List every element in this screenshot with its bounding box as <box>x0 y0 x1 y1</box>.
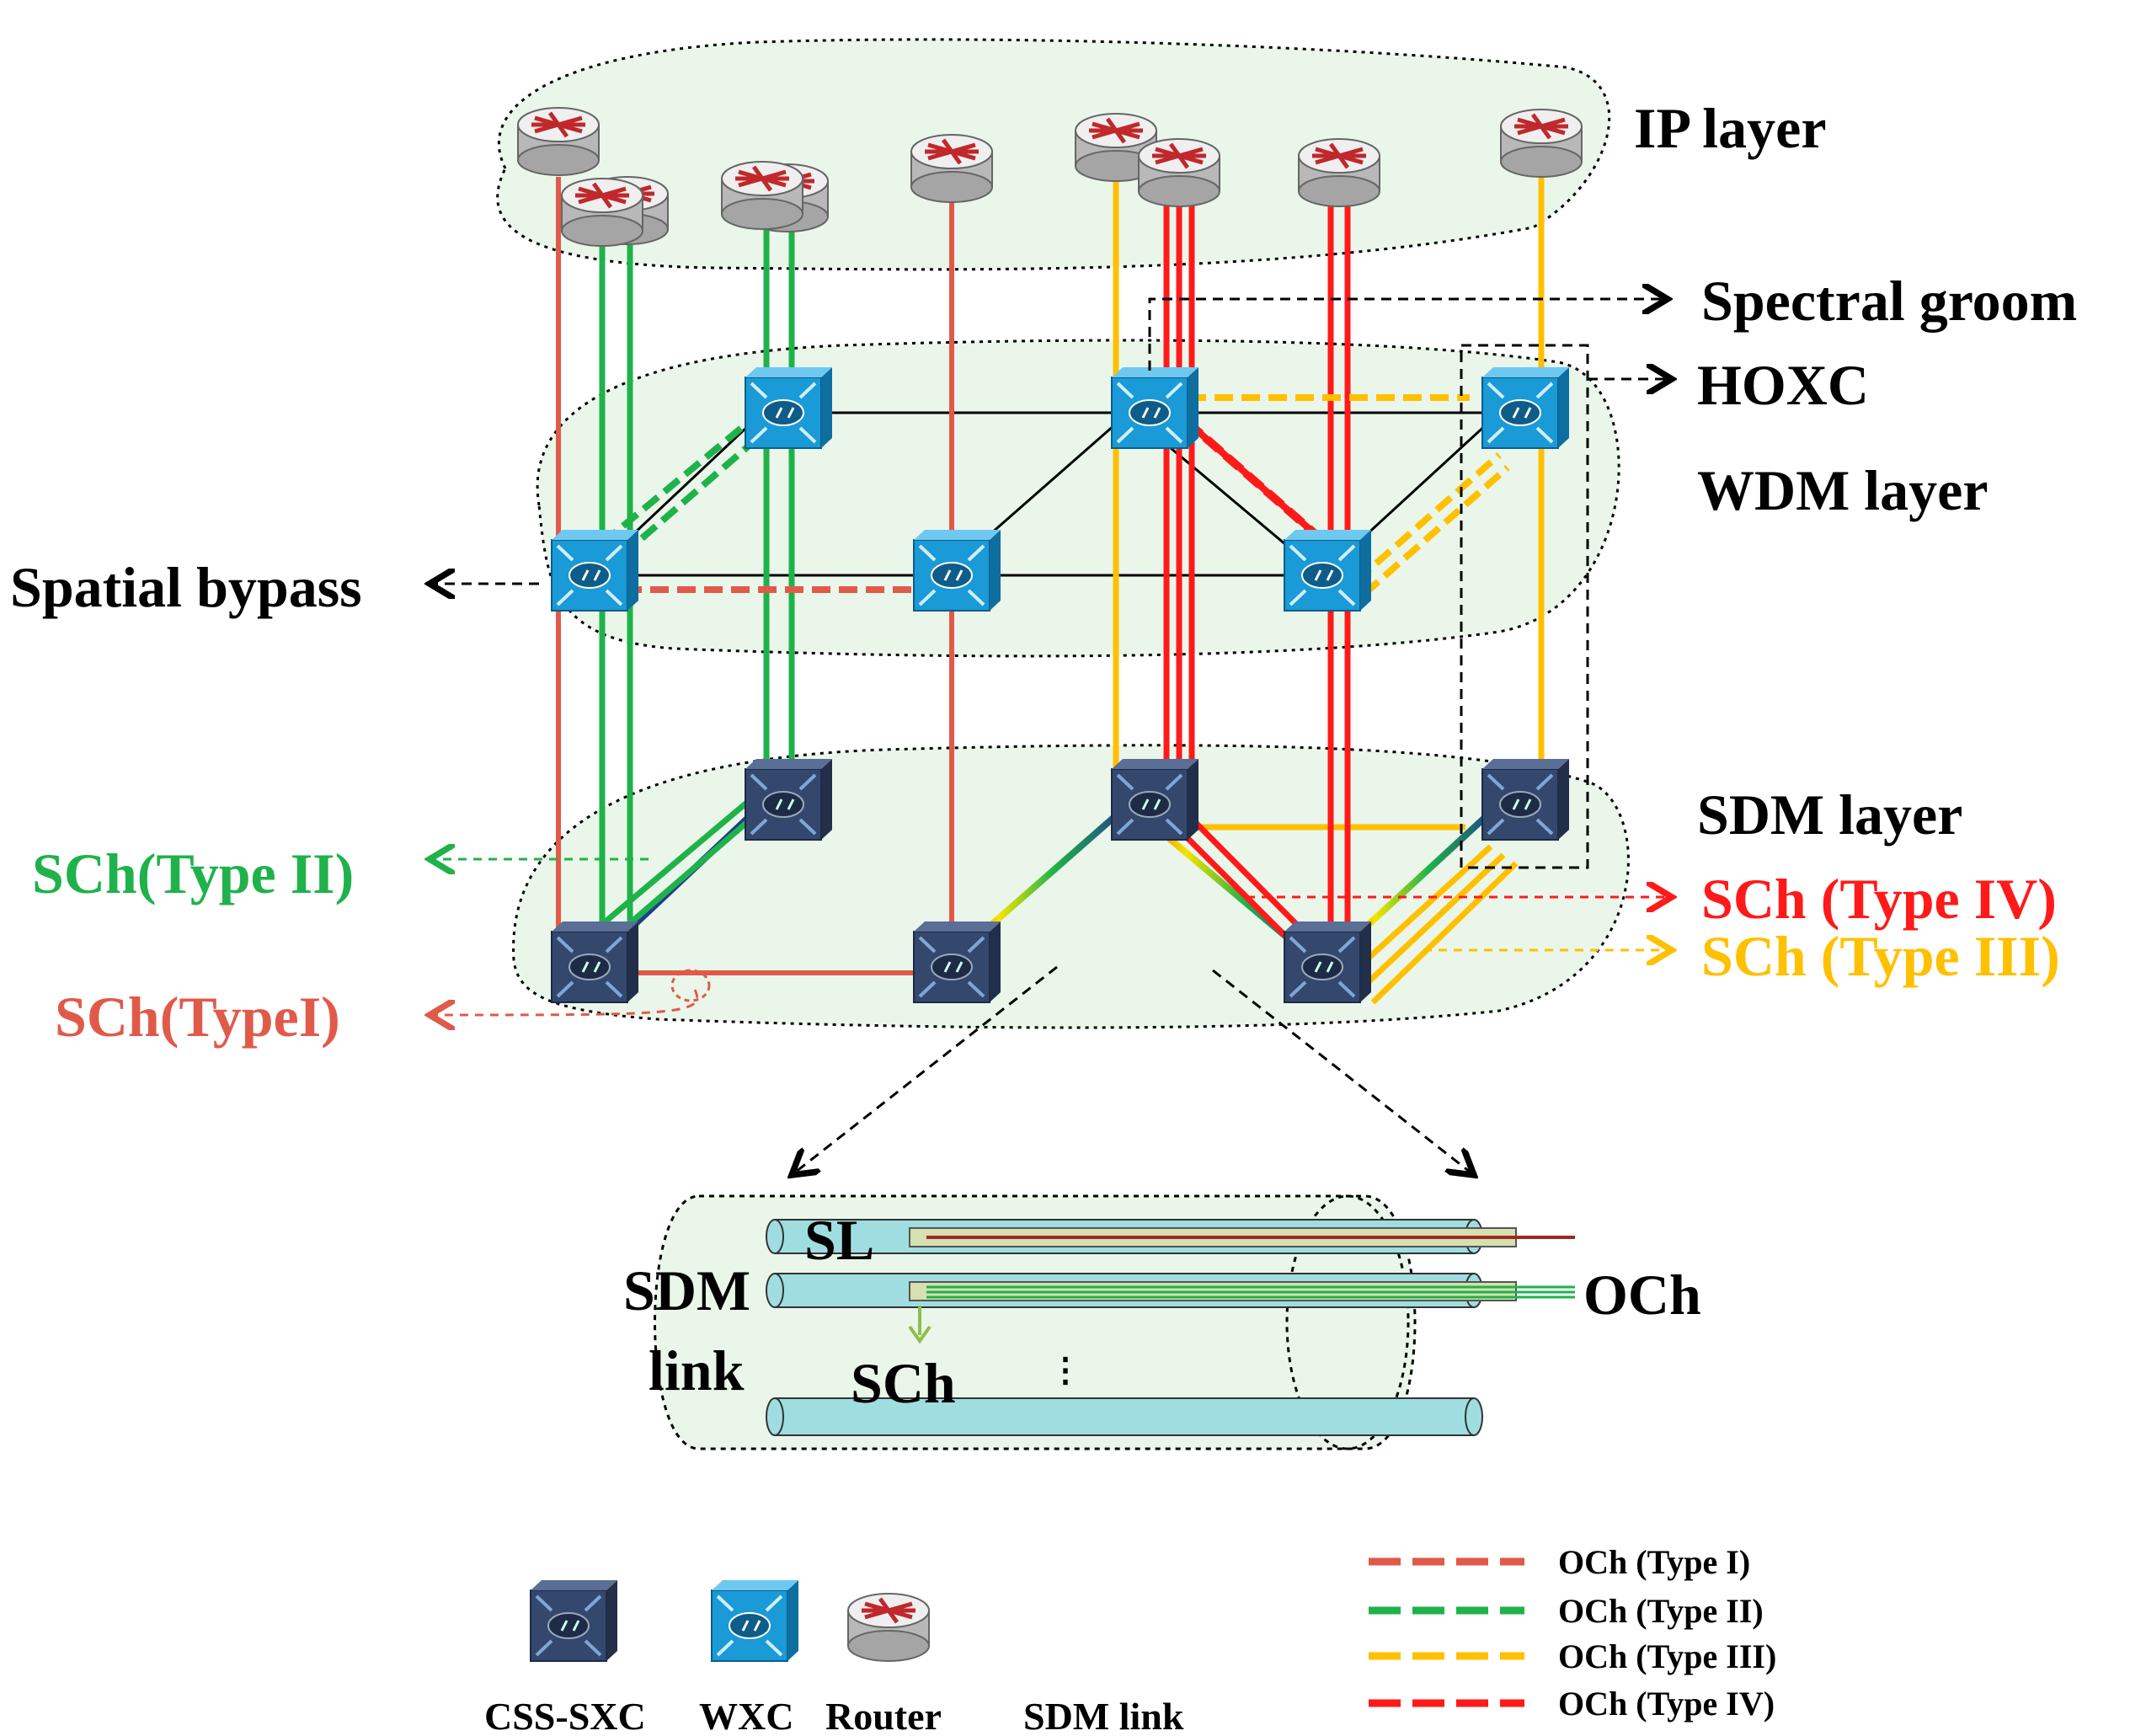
router-icon <box>1299 139 1380 206</box>
zoom-pointer-right <box>1212 969 1474 1175</box>
och-label: OCh <box>1583 1263 1701 1327</box>
spectral-groom-bracket <box>1148 299 1668 371</box>
zoom-pointer-left <box>792 965 1058 1175</box>
wdm-layer-region <box>536 339 1620 658</box>
sl-label: SL <box>804 1208 874 1272</box>
legend-och-type2-label: OCh (Type II) <box>1558 1592 1764 1630</box>
legend-sdm-link-label: SDM link <box>1023 1695 1184 1736</box>
sch-type1-label: SCh(TypeI) <box>55 985 340 1049</box>
css-sxc-icon <box>529 1578 619 1663</box>
inset-cable-end <box>1285 1194 1410 1450</box>
device-legend: CSS-SXC WXC Router SDM link <box>484 1578 1188 1736</box>
legend-och-type3-label: OCh (Type III) <box>1558 1637 1776 1675</box>
sdm-label: SDM <box>623 1258 750 1322</box>
css-sxc-icon <box>744 757 834 841</box>
spectral-groom-label: Spectral groom <box>1701 269 2077 333</box>
sch-type2-label: SCh(Type II) <box>32 841 354 905</box>
hoxc-box <box>1460 344 1589 869</box>
legend-router-label: Router <box>825 1695 942 1736</box>
sch-pointer-head <box>908 1325 932 1344</box>
wdm-layer-label: WDM layer <box>1697 458 1989 522</box>
link-label: link <box>649 1338 745 1402</box>
wxc-icon <box>550 528 640 612</box>
inset-cable-outline <box>654 1194 1417 1450</box>
sch-label: SCh <box>851 1351 956 1415</box>
router-icon <box>518 108 599 175</box>
router-icon <box>562 179 643 246</box>
router-icon <box>848 1594 929 1661</box>
router-icon <box>1139 139 1220 206</box>
legend-och-type1-label: OCh (Type I) <box>1558 1543 1750 1581</box>
och-legend: OCh (Type I) OCh (Type II) OCh (Type III… <box>1369 1543 1776 1723</box>
wxc-icon <box>710 1578 800 1663</box>
router-icon <box>722 162 803 229</box>
ellipsis-mark: ⋮ <box>1049 1351 1082 1389</box>
wxc-icon <box>1110 366 1200 450</box>
sdm-layer-label: SDM layer <box>1697 783 1962 847</box>
css-sxc-icon <box>1283 920 1373 1004</box>
wxc-icon <box>744 366 834 450</box>
hoxc-label: HOXC <box>1697 353 1869 417</box>
type3-lightpaths <box>1113 168 1545 1005</box>
wxc-icon <box>1481 366 1571 450</box>
router-icon <box>1501 110 1582 177</box>
css-sxc-icon <box>550 920 640 1004</box>
sdm-link-inset: SL SDM link SCh OCh ⋮ <box>623 1194 1701 1450</box>
legend-css-sxc-label: CSS-SXC <box>484 1695 646 1736</box>
router-icon <box>911 135 992 202</box>
legend-och-type4-label: OCh (Type IV) <box>1558 1685 1775 1723</box>
spatial-bypass-label: Spatial bypass <box>10 555 362 619</box>
css-sxc-icon <box>912 920 1002 1004</box>
fiber-core <box>766 1397 1483 1436</box>
sch-type1-pointer <box>430 989 699 1015</box>
wdm-dashed-och <box>600 394 1510 596</box>
css-sxc-icon <box>1110 757 1200 841</box>
css-sxc-icon <box>1481 757 1571 841</box>
legend-wxc-label: WXC <box>699 1695 793 1736</box>
ip-layer-label: IP layer <box>1634 96 1827 160</box>
sch-type4-label: SCh (Type IV) <box>1701 867 2057 931</box>
wxc-icon <box>1283 528 1373 612</box>
sch-type1-marker <box>670 969 711 1002</box>
sdm-layer-region <box>512 744 1630 1029</box>
wxc-icon <box>912 528 1002 612</box>
sch-type3-label: SCh (Type III) <box>1701 924 2060 988</box>
